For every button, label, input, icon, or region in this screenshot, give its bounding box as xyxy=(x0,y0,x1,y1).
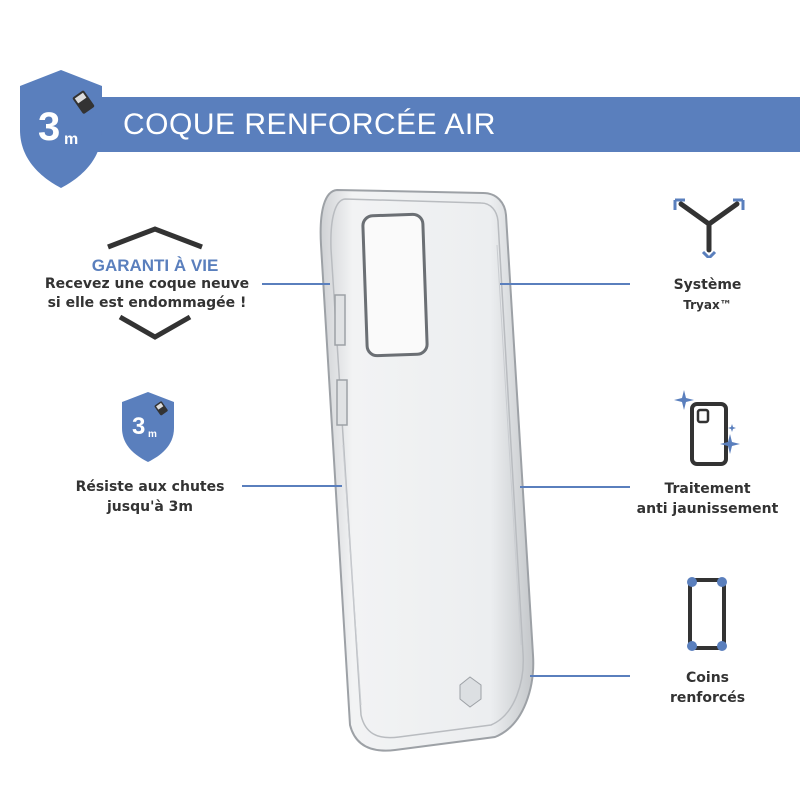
reinforced-corners-icon xyxy=(687,577,727,651)
guarantee-line-2: si elle est endommagée ! xyxy=(47,295,247,311)
yellowing-text: Traitement anti jaunissement xyxy=(620,479,795,519)
page-title: COQUE RENFORCÉE AIR xyxy=(123,108,496,141)
drop-badge-number: 3 xyxy=(132,413,145,440)
guarantee-connector xyxy=(262,283,330,285)
yellowing-line-2: anti jaunissement xyxy=(636,501,779,517)
corners-connector xyxy=(530,675,630,677)
drop-line-1: Résiste aux chutes xyxy=(75,479,225,495)
drop-shield-badge-icon: 3 m xyxy=(20,70,102,188)
yellowing-connector xyxy=(520,486,630,488)
yellowing-line-1: Traitement xyxy=(664,481,751,497)
guarantee-line-1: Recevez une coque neuve xyxy=(44,276,250,292)
header-badge-number: 3 xyxy=(38,105,60,149)
header-badge-unit: m xyxy=(64,131,78,148)
drop-badge-icon: 3 m xyxy=(122,392,174,462)
anti-yellowing-icon xyxy=(674,390,740,466)
tryax-line-2: Tryax™ xyxy=(683,298,732,312)
header-banner xyxy=(60,97,800,152)
guarantee-text: Recevez une coque neuve si elle est endo… xyxy=(22,275,272,313)
guarantee-title: GARANTI À VIE xyxy=(91,256,219,275)
corners-line-2: renforcés xyxy=(669,690,746,706)
corners-line-1: Coins xyxy=(686,670,729,686)
tryax-text: Système Tryax™ xyxy=(640,275,775,315)
tryax-system-icon xyxy=(673,198,745,258)
phone-case-image xyxy=(319,188,535,752)
corners-text: Coins renforcés xyxy=(640,668,775,708)
guarantee-shield-icon xyxy=(107,226,203,340)
drop-badge-unit: m xyxy=(148,429,157,440)
tryax-line-1: Système xyxy=(673,277,742,293)
drop-text: Résiste aux chutes jusqu'à 3m xyxy=(55,477,245,517)
drop-connector xyxy=(242,485,342,487)
drop-line-2: jusqu'à 3m xyxy=(106,499,194,515)
tryax-connector xyxy=(500,283,630,285)
